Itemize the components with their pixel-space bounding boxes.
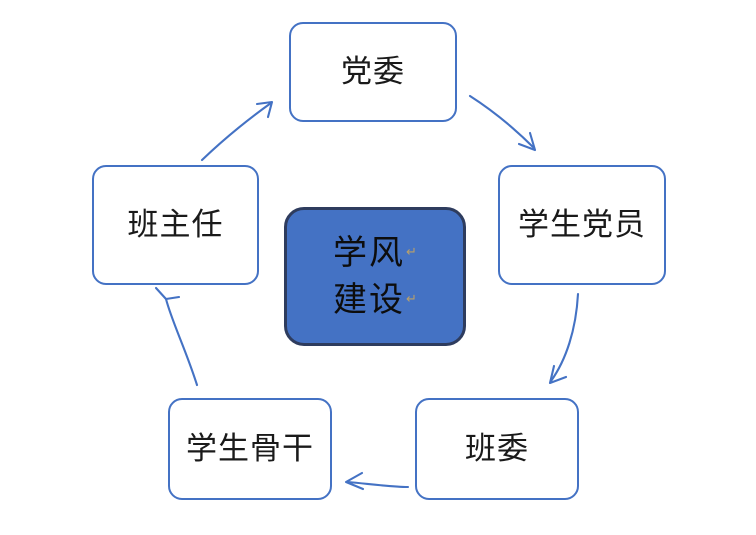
center-line-1-text: 学风 [333, 232, 406, 273]
node-center-academic-style-construction[interactable]: 学风↵ 建设↵ [284, 207, 466, 346]
center-line-2-text: 建设 [333, 279, 406, 320]
node-label: 党委 [341, 53, 405, 90]
node-student-backbone[interactable]: 学生骨干 [168, 398, 332, 500]
arrow-bottomright-to-bottomleft [344, 471, 410, 491]
arrow-left-to-top [200, 100, 274, 162]
center-line-2: 建设↵ [333, 277, 417, 324]
node-label: 学生党员 [518, 206, 646, 243]
node-party-committee[interactable]: 党委 [289, 22, 457, 122]
node-class-committee[interactable]: 班委 [415, 398, 579, 500]
arrow-bottomleft-to-left [154, 286, 199, 387]
node-label: 班主任 [127, 206, 224, 243]
node-label: 学生骨干 [186, 430, 314, 467]
node-class-advisor[interactable]: 班主任 [92, 165, 259, 285]
node-student-party-members[interactable]: 学生党员 [498, 165, 666, 285]
center-line-1: 学风↵ [333, 230, 417, 277]
paragraph-mark-icon: ↵ [406, 244, 417, 260]
node-label: 班委 [465, 430, 529, 467]
arrow-top-to-right [468, 94, 537, 152]
center-text: 学风↵ 建设↵ [333, 230, 417, 324]
arrow-right-to-bottomright [548, 292, 580, 385]
paragraph-mark-icon: ↵ [406, 291, 417, 307]
